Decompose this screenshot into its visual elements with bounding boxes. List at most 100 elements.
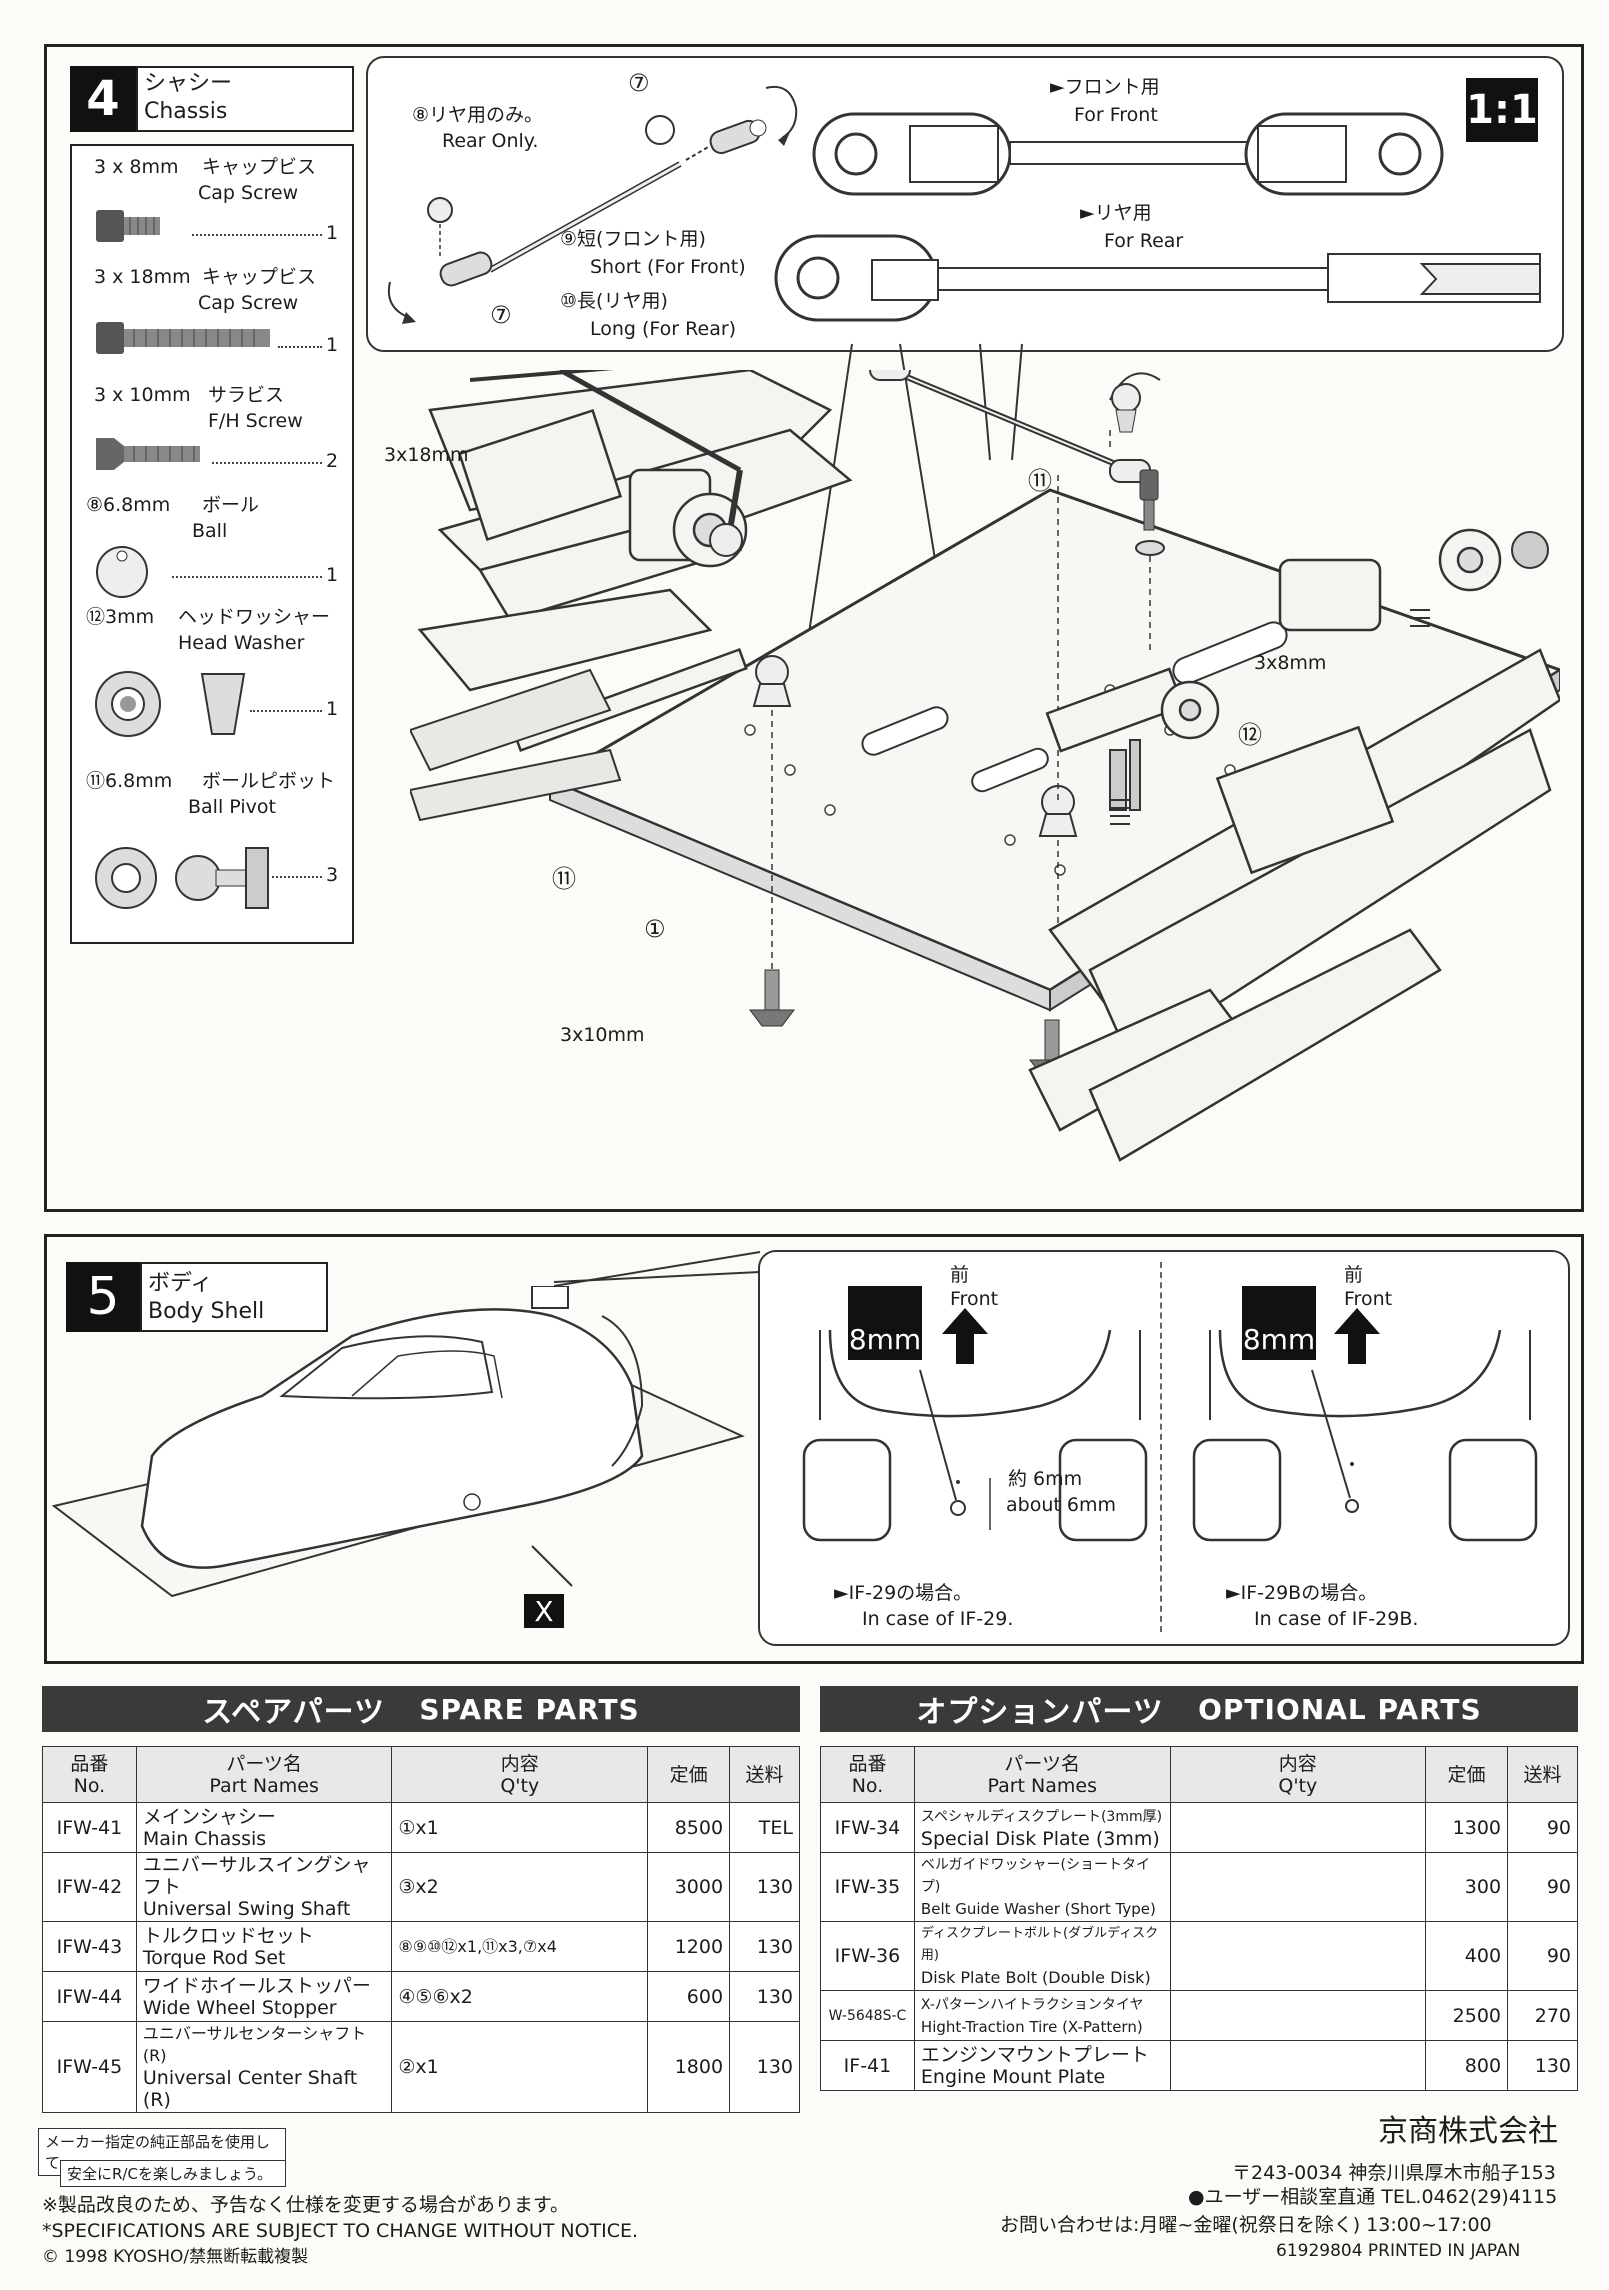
step5-title-jp: ボディ [148, 1271, 213, 1296]
part-size: ⑫3mm [86, 606, 155, 628]
company-tel: ●ユーザー相談室直通 TEL.0462(29)4115 [1188, 2186, 1558, 2208]
approx-6mm-en: about 6mm [1006, 1494, 1116, 1516]
safety-notice: 安全にR/Cを楽しみましょう。 [60, 2160, 286, 2187]
part-name-en: F/H Screw [208, 410, 303, 432]
part-qty: 3 [326, 864, 339, 886]
leader-dots [192, 234, 322, 236]
body-shell-drawing [52, 1286, 745, 1598]
part-qty: 2 [326, 450, 339, 472]
part-qty: 1 [326, 564, 339, 586]
part-name-en: Head Washer [178, 632, 305, 654]
front-rod-label-jp: ►フロント用 [1050, 76, 1160, 98]
spare-title-en: SPARE PARTS [419, 1692, 640, 1726]
spare-title-jp: スペアパーツ [202, 1695, 385, 1730]
notice-line-1: メーカー指定の純正部品を使用して [45, 2133, 271, 2172]
label-3x8mm: 3x8mm [1254, 652, 1327, 674]
print-code: 61929804 PRINTED IN JAPAN [1276, 2241, 1521, 2261]
col-shipping: 送料 [729, 1746, 800, 1803]
label-part-12: ⑫ [1238, 721, 1262, 749]
front-label-en-right: Front [1344, 1288, 1393, 1310]
part-size: 3 x 10mm [94, 384, 191, 406]
col-shipping: 送料 [1507, 1746, 1578, 1803]
case-if29b-jp: ►IF-29Bの場合。 [1226, 1582, 1378, 1604]
part-name-en: Ball Pivot [188, 796, 276, 818]
part-name-jp: ヘッドワッシャー [178, 606, 331, 628]
step4-title-en: Chassis [144, 99, 228, 124]
front-label-jp-left: 前 [950, 1264, 970, 1286]
approx-6mm-jp: 約 6mm [1008, 1468, 1083, 1490]
leader-dots [278, 346, 322, 348]
callout-pointers [807, 343, 1023, 641]
part-name-en: Cap Screw [198, 292, 299, 314]
company-address: 〒243-0034 神奈川県厚木市船子153 [1232, 2162, 1556, 2184]
x-mark: X [524, 1594, 564, 1628]
part-name-jp: ボール [202, 494, 260, 516]
torque-rod-assembly-drawing [388, 86, 798, 324]
callout-seven-bottom: ⑦ [490, 301, 512, 329]
part-name-en: Ball [192, 520, 228, 542]
ball-icon [96, 546, 148, 598]
copyright: © 1998 KYOSHO/禁無断転載複製 [42, 2247, 309, 2267]
step4-parts-list: 3 x 8mm キャップビス Cap Screw 1 3 x 18mm キャップ… [70, 144, 354, 944]
step4-frame [44, 44, 1584, 1212]
part-fh-screw-3x10: 3 x 10mm サラビス F/H Screw 2 [72, 384, 352, 494]
part-size: 3 x 18mm [94, 266, 191, 288]
label-part-1: ① [644, 915, 666, 943]
part-size: ⑪6.8mm [86, 770, 173, 792]
front-rod-1to1-drawing [812, 112, 1444, 196]
part-cap-screw-3x8: 3 x 8mm キャップビス Cap Screw 1 [72, 156, 352, 276]
part-name-jp: ボールピボット [202, 770, 336, 792]
rear-rod-label-en: For Rear [1104, 230, 1184, 252]
part-ball-pivot: ⑪6.8mm ボールピボット Ball Pivot 3 [72, 770, 352, 930]
chassis-exploded-drawing [410, 370, 1560, 1162]
label-3x10mm: 3x10mm [560, 1024, 645, 1046]
body-front-view-if29 [802, 1330, 1148, 1542]
label-part-11-left: ⑪ [552, 865, 576, 893]
part-qty: 1 [326, 222, 339, 244]
front-label-jp-right: 前 [1344, 1264, 1364, 1286]
step4-title-jp: シャシー [144, 71, 233, 96]
panel-divider [1160, 1262, 1162, 1632]
optional-title-en: OPTIONAL PARTS [1198, 1692, 1482, 1726]
body-front-view-if29b [1192, 1330, 1538, 1542]
contact-hours: お問い合わせは:月曜~金曜(祝祭日を除く) 13:00~17:00 [1000, 2214, 1492, 2236]
flat-head-screw-icon [96, 438, 200, 470]
part-size: 3 x 8mm [94, 156, 179, 178]
leader-dots [212, 462, 322, 464]
spare-parts-header: スペアパーツ SPARE PARTS [42, 1686, 800, 1732]
callout-seven-top: ⑦ [628, 69, 650, 97]
rear-rod-label-jp: ►リヤ用 [1080, 202, 1152, 224]
part-qty: 1 [326, 698, 339, 720]
part-size: ⑧6.8mm [86, 494, 171, 516]
cap-screw-long-icon [96, 322, 270, 354]
drill-bit-badge: 8mm [848, 1286, 922, 1360]
leader-dots [250, 710, 322, 712]
front-label-en-left: Front [950, 1288, 999, 1310]
part-ball: ⑧6.8mm ボール Ball 1 [72, 494, 352, 604]
part-name-jp: キャップビス [202, 266, 317, 288]
col-price: 定価 [1425, 1746, 1509, 1803]
label-part-11-top: ⑪ [1028, 467, 1052, 495]
part-qty: 1 [326, 334, 339, 356]
leader-dots [272, 876, 322, 878]
part-head-washer: ⑫3mm ヘッドワッシャー Head Washer 1 [72, 606, 352, 756]
ball-pivot-icon [95, 847, 269, 909]
case-if29-en: In case of IF-29. [862, 1608, 1014, 1630]
company-name: 京商株式会社 [1378, 2114, 1558, 2149]
part-name-jp: サラビス [208, 384, 285, 406]
